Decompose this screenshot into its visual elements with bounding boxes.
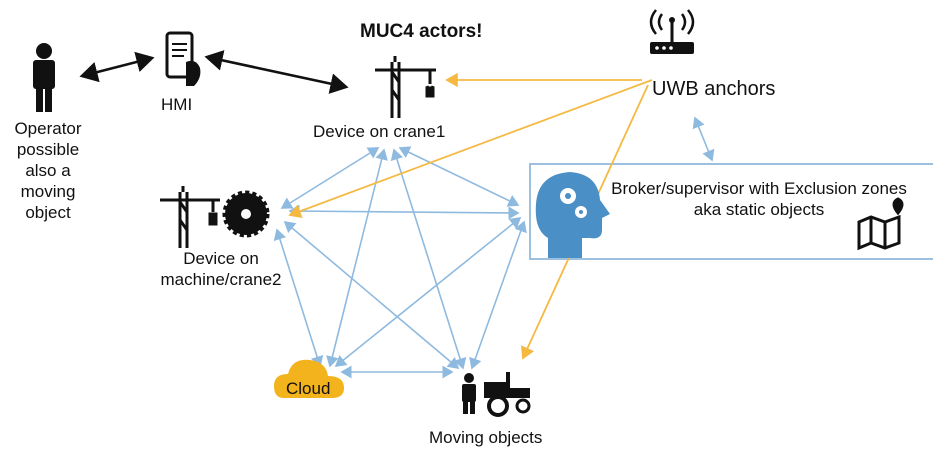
saw-blade-icon xyxy=(222,190,270,238)
person-icon xyxy=(33,43,55,112)
head-gears-icon xyxy=(535,172,610,258)
link-crane1-broker xyxy=(398,146,520,207)
link-broker-moving xyxy=(469,220,527,370)
operator-label: Operator possible also a moving object xyxy=(14,119,82,222)
link-crane1-crane2 xyxy=(280,147,380,209)
hmi-crane1-link xyxy=(204,50,349,94)
router-antenna-icon xyxy=(649,9,695,54)
link-crane2-moving xyxy=(283,220,460,370)
tablet-hand-icon xyxy=(165,31,201,86)
broker-label: Broker/supervisor with Exclusion zones a… xyxy=(611,179,907,219)
link-crane2-broker xyxy=(288,204,520,220)
moving-objects-label: Moving objects xyxy=(429,428,543,447)
crane2-label: Device on machine/crane2 xyxy=(160,249,282,289)
worker-tractor-icon xyxy=(462,372,531,417)
cloud-icon xyxy=(274,359,344,398)
link-uwb-broker xyxy=(692,116,715,162)
operator-hmi-link xyxy=(79,51,155,83)
black-links xyxy=(79,50,349,94)
map-pin-icon xyxy=(857,197,904,251)
diagram-title: MUC4 actors! xyxy=(360,21,483,42)
blue-links xyxy=(273,116,715,379)
hmi-label: HMI xyxy=(161,95,193,114)
uwb-to-crane2-link xyxy=(288,79,653,218)
crane-icon xyxy=(375,56,436,118)
crane1-label: Device on crane1 xyxy=(313,122,446,141)
crane-icon xyxy=(160,186,220,248)
uwb-anchors-label: UWB anchors xyxy=(652,78,776,100)
link-crane1-moving xyxy=(390,148,467,370)
cloud-label: Cloud xyxy=(286,379,331,398)
link-broker-cloud xyxy=(334,216,522,368)
